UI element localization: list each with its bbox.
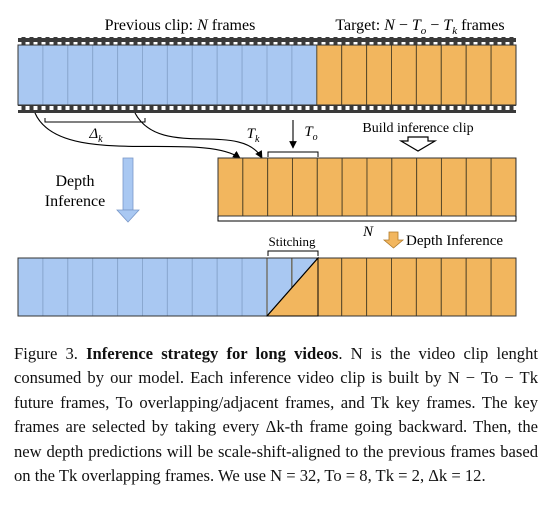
top-strip-frame <box>42 44 69 106</box>
left-depth-inference-arrow <box>116 157 140 223</box>
bottom-strip-frame <box>142 257 168 317</box>
t-o-label: To <box>304 124 317 143</box>
bottom-strip-frame <box>191 257 218 317</box>
top-strip-frame <box>440 44 467 106</box>
depth-inference-left-line2: Inference <box>45 193 105 210</box>
inference-clip-frame <box>217 157 244 217</box>
right-depth-inference-arrow <box>382 231 405 249</box>
inference-clip-frame <box>242 157 269 217</box>
inference-clip-frame <box>366 157 393 217</box>
top-strip-frame <box>241 44 268 106</box>
caption-body: . N is the video clip lenght consumed by… <box>14 344 538 486</box>
keyframe-arrow-1 <box>34 112 241 159</box>
n-bracket <box>217 216 517 222</box>
figure-caption: Figure 3. Inference strategy for long vi… <box>14 342 538 488</box>
inference-clip-frame <box>465 157 492 217</box>
t-o-bracket <box>267 151 319 157</box>
top-strip-frame <box>341 44 368 106</box>
build-arrow <box>398 136 438 152</box>
stitching-bracket <box>267 250 319 256</box>
bottom-strip-frame <box>415 257 442 317</box>
inference-strategy-diagram: Previous clip: N frames Target: N − To −… <box>17 17 517 317</box>
top-strip-frame <box>316 44 343 106</box>
bottom-strip-frame <box>366 257 393 317</box>
build-inference-clip-label: Build inference clip <box>362 121 473 136</box>
bottom-strip-frame <box>117 257 143 317</box>
bottom-strip-frame <box>42 257 69 317</box>
keyframe-arrow-2 <box>134 112 263 159</box>
inference-clip-frame <box>341 157 368 217</box>
inference-clip-frame <box>291 157 318 217</box>
bottom-strip-frame <box>316 257 343 317</box>
top-strip-frame <box>366 44 393 106</box>
inference-clip-frame <box>490 157 517 217</box>
bottom-strip-frame <box>92 257 119 317</box>
bottom-strip-frame <box>341 257 368 317</box>
top-strip-frame <box>142 44 168 106</box>
inference-clip <box>217 157 517 217</box>
top-strip-frame <box>216 44 243 106</box>
inference-clip-frame <box>391 157 418 217</box>
top-strip-frame <box>166 44 193 106</box>
top-strip-frame <box>490 44 517 106</box>
bottom-strip-frame <box>216 257 243 317</box>
depth-inference-left-line1: Depth <box>55 173 94 190</box>
previous-clip-label: Previous clip: N frames <box>105 17 256 34</box>
depth-inference-right-label: Depth Inference <box>406 233 503 249</box>
strip-outline <box>217 157 517 217</box>
t-k-label: Tk <box>247 126 260 145</box>
inference-clip-frame <box>316 157 343 217</box>
bottom-result-strip <box>17 256 517 317</box>
figure-label: Figure 3. <box>14 344 78 363</box>
n-label: N <box>362 224 374 240</box>
svg-text:Δk: Δk <box>88 126 103 145</box>
bottom-strip-frame <box>241 257 268 317</box>
top-strip-frame <box>415 44 442 106</box>
bottom-strip-frame <box>17 257 44 317</box>
top-strip-frame <box>67 44 94 106</box>
stitching-label: Stitching <box>269 234 316 249</box>
bottom-strip-frame <box>490 257 517 317</box>
bottom-strip-frame <box>166 257 193 317</box>
top-strip-frame <box>266 44 293 106</box>
delta-k-bracket: Δk <box>44 118 146 145</box>
target-label: Target: N − To − Tk frames <box>335 17 504 37</box>
top-strip-frame <box>191 44 218 106</box>
top-strip-frame <box>17 44 44 106</box>
bottom-strip-frame <box>465 257 492 317</box>
top-strip-frame <box>391 44 417 106</box>
top-film-strip <box>17 37 517 113</box>
top-strip-frame <box>117 44 143 106</box>
inference-clip-frame <box>416 157 442 217</box>
caption-title: Inference strategy for long videos <box>86 344 339 363</box>
inference-clip-frame <box>440 157 467 217</box>
bottom-strip-frame <box>67 257 94 317</box>
top-strip-frame <box>465 44 492 106</box>
bottom-strip-frame <box>440 257 467 317</box>
top-strip-frame <box>92 44 119 106</box>
top-strip-frame <box>291 44 318 106</box>
bottom-strip-frame <box>391 257 417 317</box>
strip-outline <box>17 44 517 106</box>
inference-clip-frame <box>267 157 293 217</box>
